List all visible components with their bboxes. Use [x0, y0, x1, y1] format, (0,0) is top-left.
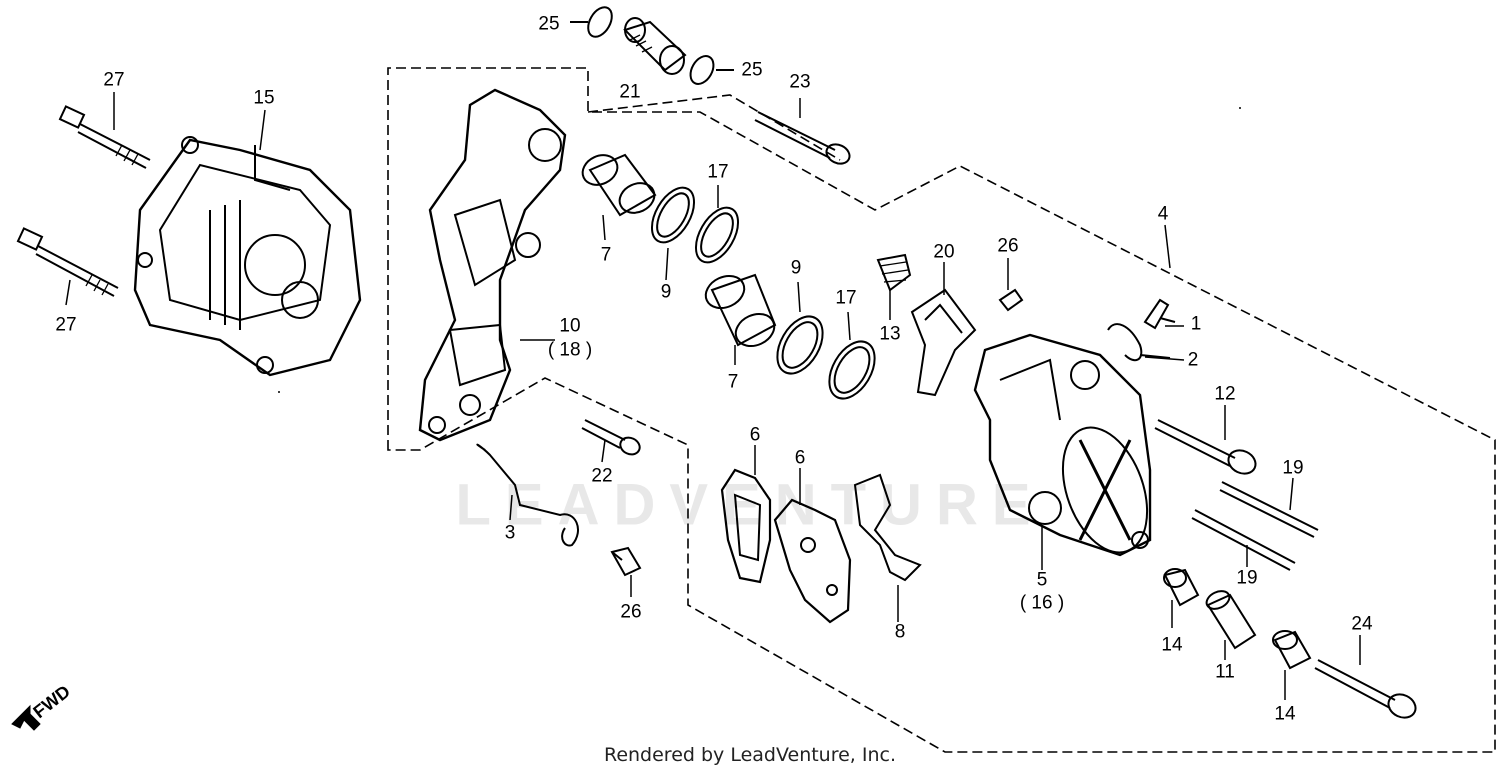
seal-17-lower — [828, 340, 876, 400]
callout-19-upper: 19 — [1282, 457, 1304, 479]
callout-26-upper: 26 — [997, 235, 1019, 257]
callout-4: 4 — [1157, 203, 1169, 225]
callout-6-right: 6 — [794, 447, 806, 469]
leader-line-23 — [587, 94, 841, 161]
piston-7-lower — [704, 273, 777, 348]
callout-7-lower: 7 — [727, 371, 739, 393]
callout-27-lower: 27 — [55, 314, 77, 336]
callout-23: 23 — [789, 71, 811, 93]
callout-22: 22 — [591, 465, 613, 487]
callout-17-upper: 17 — [707, 161, 729, 183]
callout-1: 1 — [1190, 313, 1202, 335]
callout-9-upper: 9 — [660, 281, 672, 303]
callout-24: 24 — [1351, 613, 1373, 635]
assembly-outline — [387, 67, 1496, 753]
bleeder-26-lower — [610, 546, 642, 577]
clip-2 — [1107, 323, 1171, 362]
callout-25-upper: 25 — [538, 13, 560, 35]
callout-26-lower: 26 — [620, 601, 642, 623]
slide-pin-21 — [623, 17, 687, 75]
callout-15: 15 — [253, 87, 275, 109]
callout-16: ( 16 ) — [1019, 592, 1065, 614]
callout-2: 2 — [1187, 349, 1199, 371]
caliper-assembly-15 — [133, 136, 362, 377]
callout-10: 10 — [559, 315, 581, 337]
callout-25-lower: 25 — [741, 59, 763, 81]
sleeve-11 — [1205, 590, 1257, 650]
watermark-text: LEADVENTURE — [455, 472, 1045, 538]
callout-13: 13 — [879, 323, 901, 345]
pad-spring-20 — [910, 288, 977, 397]
bushing-14-lower — [1272, 630, 1312, 670]
pad-spring-8 — [853, 473, 922, 582]
callout-18: ( 18 ) — [547, 339, 593, 361]
bushing-14-upper — [1163, 568, 1200, 607]
wire-clip-3 — [476, 443, 579, 547]
pin-19-lower — [1191, 509, 1296, 571]
caliper-bracket-10 — [418, 88, 567, 442]
callout-8: 8 — [894, 621, 906, 643]
bolt-22 — [581, 419, 641, 456]
screw-1 — [1143, 298, 1176, 330]
callout-14-upper: 14 — [1161, 634, 1183, 656]
callout-20: 20 — [933, 241, 955, 263]
bolt-27-lower — [16, 227, 119, 297]
callout-9-lower: 9 — [790, 257, 802, 279]
boot-13 — [876, 253, 912, 292]
brake-pad-6-right — [773, 498, 852, 624]
fwd-arrow-icon — [11, 704, 41, 731]
callout-14-lower: 14 — [1274, 703, 1296, 725]
callout-7-upper: 7 — [600, 244, 612, 266]
piston-7-upper — [581, 153, 657, 217]
callout-12: 12 — [1214, 383, 1236, 405]
caliper-body-5 — [973, 333, 1152, 557]
bolt-27-upper — [58, 105, 151, 169]
o-ring-25-lower — [689, 55, 715, 85]
footer-credit: Rendered by LeadVenture, Inc. — [603, 744, 897, 766]
callout-3: 3 — [504, 522, 516, 544]
o-ring-25-upper — [587, 6, 613, 38]
seal-9-lower — [776, 315, 824, 375]
bleeder-26-upper — [998, 288, 1024, 312]
callout-11: 11 — [1215, 661, 1235, 683]
bolt-23 — [754, 111, 851, 165]
bolt-24 — [1314, 659, 1417, 719]
callout-5: 5 — [1036, 569, 1048, 591]
bolt-12 — [1154, 419, 1257, 475]
callout-6-left: 6 — [749, 424, 761, 446]
callout-17-lower: 17 — [835, 287, 857, 309]
leader-lines — [65, 92, 1361, 700]
callout-19-lower: 19 — [1236, 567, 1258, 589]
callout-27-upper: 27 — [103, 69, 125, 91]
seal-17-upper — [694, 206, 740, 264]
brake-pad-6-left — [720, 468, 772, 584]
pin-19-upper — [1219, 481, 1319, 538]
callout-21: 21 — [619, 81, 641, 103]
seal-9-upper — [650, 186, 696, 244]
